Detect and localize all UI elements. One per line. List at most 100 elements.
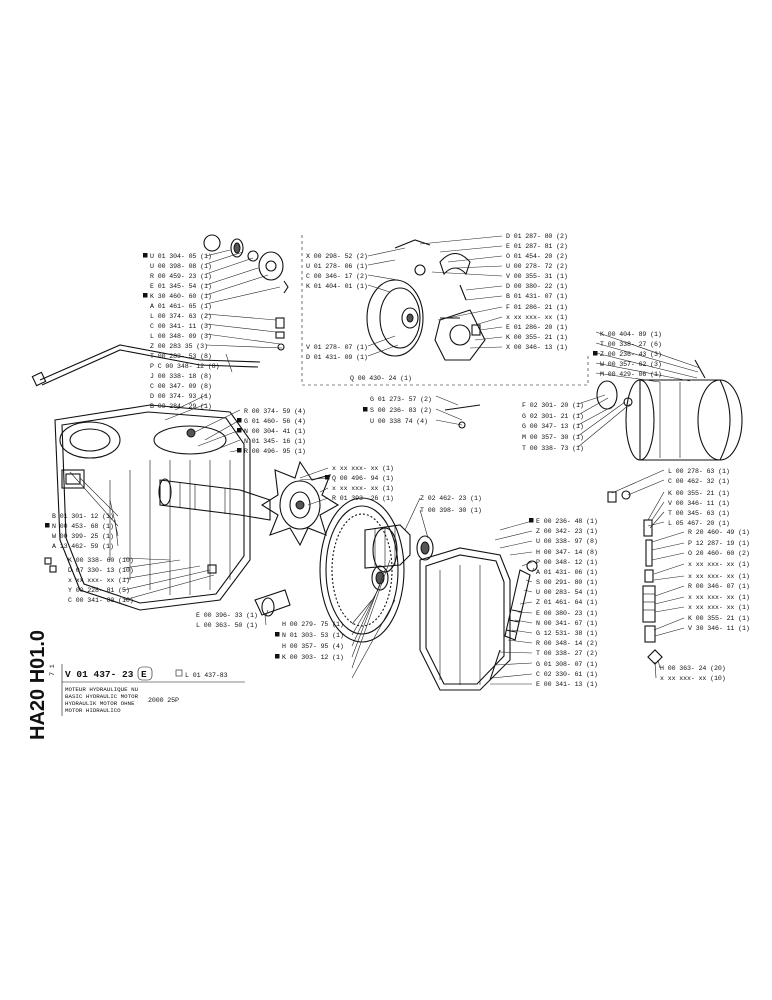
part-number: P C 00 348- 12 (8) (150, 363, 219, 370)
parts-drawing: HA20 H01.0 7 1 V 01 437- 23 E L 01 437-8… (27, 234, 743, 740)
part-number: x xx xxx- xx (10) (660, 675, 726, 682)
part-number: O 20 460- 60 (2) (688, 550, 750, 557)
fitting-column (607, 490, 663, 665)
part-label: V 30 346- 11 (1) (688, 625, 750, 632)
part-number: L 00 278- 63 (1) (668, 468, 730, 475)
part-label: F 01 286- 21 (1) (506, 304, 568, 311)
part-label: H 00 357- 95 (4) (282, 643, 344, 650)
part-number: E 01 345- 54 (1) (150, 283, 212, 290)
part-number: x xx xxx- xx (1) (332, 465, 394, 472)
part-label: H 00 347- 14 (8) (536, 549, 598, 556)
part-label: x xx xxx- xx (1) (688, 594, 750, 601)
marker-square (593, 351, 598, 356)
part-number: A 01 431- 06 (1) (536, 569, 598, 576)
part-number: A 01 461- 65 (1) (150, 303, 212, 310)
part-number: O 01 454- 20 (2) (506, 253, 568, 260)
part-number: Y 00 228- 81 (5) (68, 587, 130, 594)
part-label: K 00 355- 21 (1) (688, 615, 750, 622)
part-label: E 01 345- 54 (1) (150, 283, 212, 290)
part-number: T 00 283- 53 (8) (150, 353, 212, 360)
part-number: X 00 346- 13 (1) (506, 344, 568, 351)
part-number: E 00 236- 48 (1) (536, 518, 598, 525)
part-number: H 00 347- 14 (8) (536, 549, 598, 556)
part-number: U 00 283- 54 (1) (536, 589, 598, 596)
part-number: S 00 236- 83 (2) (370, 407, 432, 414)
part-label: T 00 338- 73 (1) (522, 445, 584, 452)
part-number: B 01 301- 12 (1) (52, 513, 114, 520)
title-line-de: HYDRAULIK MOTOR OHNE (65, 700, 135, 707)
part-number: C 00 347- 09 (8) (150, 383, 212, 390)
part-number: C 00 346- 17 (2) (306, 273, 368, 280)
part-label: K 30 460- 60 (1) (143, 293, 212, 300)
part-label: L 05 467- 20 (1) (668, 520, 730, 527)
part-label: C 00 347- 09 (8) (150, 383, 212, 390)
part-number: D 01 287- 80 (2) (506, 233, 568, 240)
part-label: T 00 338- 27 (2) (536, 650, 598, 657)
part-number: U 01 278- 06 (1) (306, 263, 368, 270)
part-label: K 00 355- 21 (1) (668, 490, 730, 497)
part-label: O 20 460- 60 (2) (688, 550, 750, 557)
brake-drum (596, 359, 743, 461)
part-number: C 00 341- 80 (10) (68, 597, 134, 604)
part-label: R 00 459- 23 (1) (150, 273, 212, 280)
part-number: A 13 462- 59 (1) (52, 543, 114, 550)
part-label: W 00 357- 62 (3) (600, 361, 662, 368)
part-number: G 01 460- 56 (4) (244, 418, 306, 425)
part-number: B 00 284- 29 (1) (150, 403, 212, 410)
part-number: x xx xxx- xx (1) (506, 314, 568, 321)
part-number: E 00 380- 23 (1) (536, 610, 598, 617)
gearbox-housing (419, 547, 511, 691)
marker-square (529, 518, 534, 523)
part-number: U 00 338- 97 (8) (536, 538, 598, 545)
left-fitting-boxes (44, 557, 57, 573)
title-ref: V 01 437- 23 (65, 669, 134, 680)
part-label: Z 00 283 35 (3) (150, 343, 208, 350)
part-number: R 00 496- 95 (1) (244, 448, 306, 455)
part-label: D 00 380- 22 (1) (506, 283, 568, 290)
part-label: Z 00 236- 43 (3) (593, 351, 662, 358)
part-number: L 00 363- 50 (1) (196, 622, 258, 629)
marker-square (45, 523, 50, 528)
part-label: C 00 341- 80 (10) (68, 597, 134, 604)
misc-pins (207, 404, 481, 617)
part-number: N 01 345- 16 (1) (244, 438, 306, 445)
part-number: K 00 355- 21 (1) (506, 334, 568, 341)
document-code-small: 7 1 (49, 664, 56, 676)
part-label: G 01 308- 07 (1) (536, 661, 598, 668)
part-label: C 02 330- 61 (1) (536, 671, 598, 678)
part-number: C 00 341- 11 (3) (150, 323, 212, 330)
part-label: X 00 298- 52 (2) (306, 253, 368, 260)
part-label: V 00 346- 11 (1) (668, 500, 730, 507)
part-label: E 01 286- 20 (1) (506, 324, 568, 331)
part-label: x xx xxx- xx (1) (688, 573, 750, 580)
part-label: U 00 283- 54 (1) (536, 589, 598, 596)
part-label: R 00 346- 07 (1) (688, 583, 750, 590)
part-label: E 01 287- 81 (2) (506, 243, 568, 250)
part-number: D 01 431- 09 (1) (306, 354, 368, 361)
part-number: K 30 460- 60 (1) (150, 293, 212, 300)
part-number: P 12 287- 19 (1) (688, 540, 750, 547)
part-number: E 01 286- 20 (1) (506, 324, 568, 331)
part-number: V 00 346- 11 (1) (668, 500, 730, 507)
part-label: U 01 304- 05 (1) (143, 253, 212, 260)
part-label: x xx xxx- xx (1) (332, 485, 394, 492)
drive-shaft (158, 478, 271, 521)
part-number: Z 00 342- 23 (1) (536, 528, 598, 535)
part-number: T 00 345- 63 (1) (668, 510, 730, 517)
part-label: R 00 348- 14 (2) (536, 640, 598, 647)
part-label: L 00 278- 63 (1) (668, 468, 730, 475)
part-label: B 01 431- 07 (1) (506, 293, 568, 300)
part-number: V 30 346- 11 (1) (688, 625, 750, 632)
leader-lines (69, 235, 701, 685)
part-number: x xx xxx- xx (1) (688, 594, 750, 601)
marker-square (143, 293, 148, 298)
ring-gear (319, 497, 405, 643)
document-code: HA20 H01.0 (27, 630, 49, 740)
part-number: R 00 374- 59 (4) (244, 408, 306, 415)
part-number: U 01 304- 05 (1) (150, 253, 212, 260)
title-line-en: BASIC HYDRAULIC MOTOR (65, 693, 139, 700)
part-number: Z 02 462- 23 (1) (420, 495, 482, 502)
part-label: K 00 404- 89 (1) (600, 331, 662, 338)
part-label: D 01 431- 09 (1) (306, 354, 368, 361)
part-label: E 00 380- 23 (1) (536, 610, 598, 617)
